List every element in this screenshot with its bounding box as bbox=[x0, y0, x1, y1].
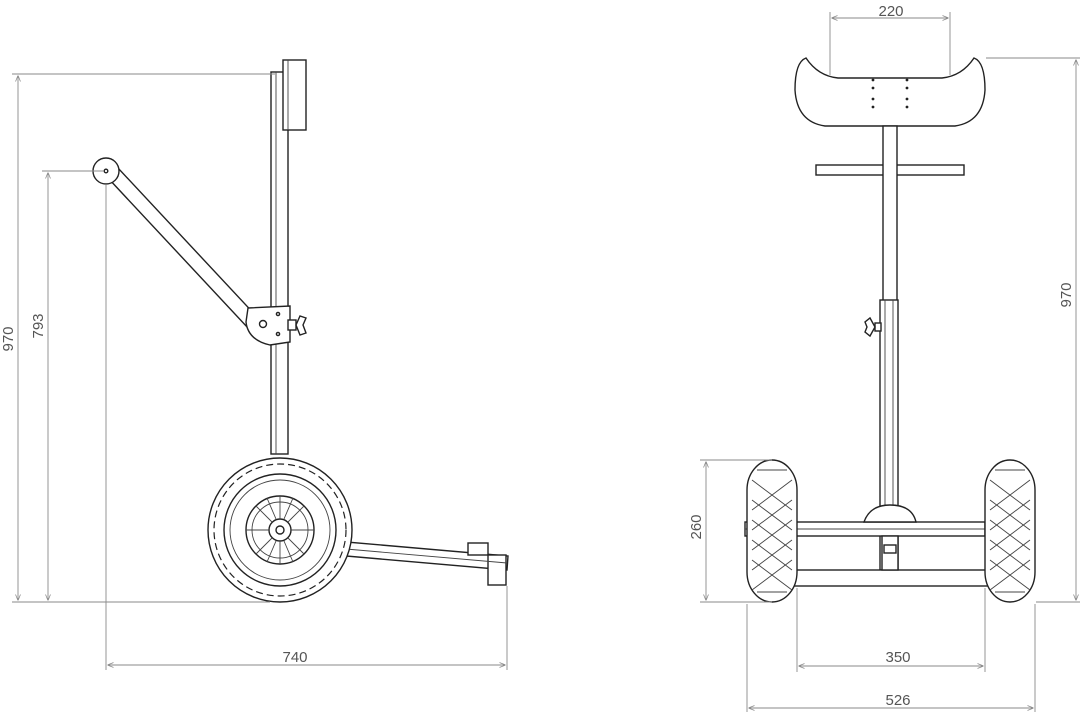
side-lock-knob bbox=[287, 315, 307, 336]
side-wheel bbox=[207, 457, 353, 603]
side-dim-handle-height: 793 bbox=[30, 170, 104, 600]
front-dim-wheel-diameter: 260 bbox=[688, 459, 772, 603]
front-dim-overall-height: 970 bbox=[986, 57, 1080, 603]
side-view: 970 793 740 bbox=[0, 59, 509, 670]
front-view: 220 970 260 350 526 bbox=[688, 3, 1080, 712]
front-lock-knob bbox=[864, 316, 882, 338]
front-dim-saddle-width: 220 bbox=[829, 3, 951, 75]
side-post bbox=[270, 59, 307, 455]
front-post bbox=[879, 125, 899, 571]
front-saddle bbox=[794, 57, 986, 127]
front-wheel-right bbox=[984, 459, 1036, 603]
side-dim-length: 740 bbox=[105, 184, 508, 670]
front-dim-overall-width: 526 bbox=[746, 604, 1036, 712]
side-dim-overall-height: 970 bbox=[0, 73, 275, 603]
side-overall-height-label: 970 bbox=[0, 326, 17, 351]
front-wheel-left bbox=[746, 459, 798, 603]
side-base-frame bbox=[299, 537, 509, 586]
front-base-frame bbox=[744, 504, 991, 587]
front-saddle-width-label: 220 bbox=[878, 3, 903, 20]
front-overall-height-label: 970 bbox=[1058, 282, 1075, 307]
side-handle-height-label: 793 bbox=[30, 313, 47, 338]
front-dim-inner-track: 350 bbox=[796, 588, 986, 672]
front-wheel-diameter-label: 260 bbox=[688, 514, 705, 539]
side-handle-arm bbox=[92, 157, 259, 330]
front-overall-width-label: 526 bbox=[885, 692, 910, 709]
front-inner-track-label: 350 bbox=[885, 649, 910, 666]
side-pivot-plate bbox=[245, 305, 291, 346]
side-length-label: 740 bbox=[282, 649, 307, 666]
